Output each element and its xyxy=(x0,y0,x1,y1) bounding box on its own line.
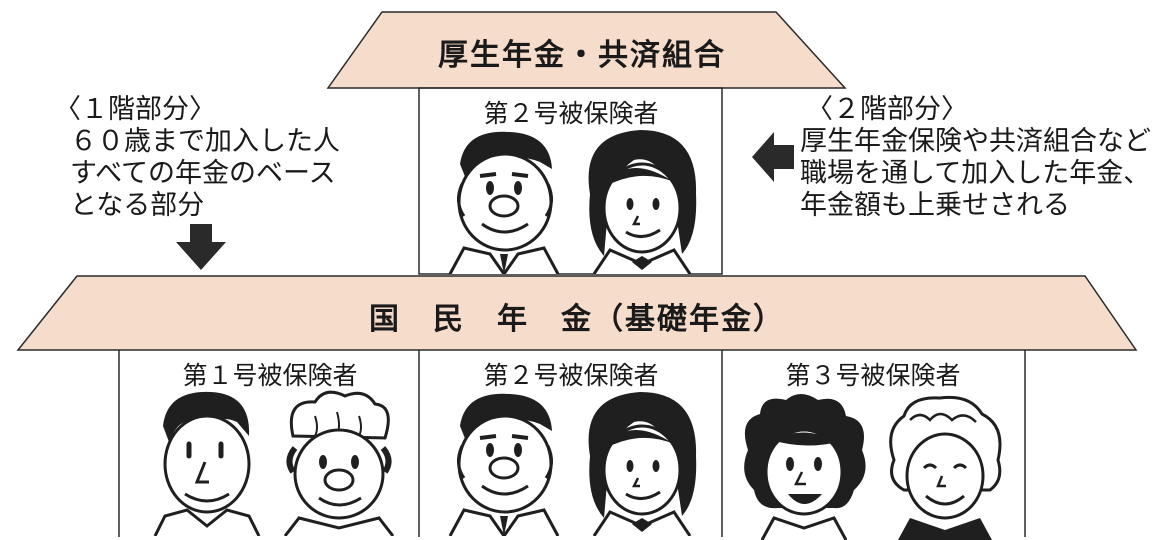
curly-hair-woman-illustration xyxy=(744,394,866,540)
chef-illustration xyxy=(283,390,395,536)
left-note-line-3: となる部分 xyxy=(70,190,205,221)
arrow-left-icon xyxy=(752,132,794,182)
woman-illustration xyxy=(588,130,697,274)
left-note-line-2: すべての年金のベース xyxy=(70,158,336,189)
lower-roof xyxy=(16,275,1138,351)
woman-illustration-2 xyxy=(588,392,697,536)
upper-box-label: 第２号被保険者 xyxy=(483,99,659,128)
self-employed-man-illustration xyxy=(153,391,261,536)
upper-roof xyxy=(326,11,847,89)
man-in-suit-illustration-2 xyxy=(448,393,560,536)
left-note-heading: 〈１階部分〉 xyxy=(54,94,216,125)
category-3-label: 第３号被保険者 xyxy=(785,361,961,390)
upper-box xyxy=(418,87,723,275)
lower-roof-title: 国 民 年 金（基礎年金） xyxy=(369,302,785,337)
upper-roof-title: 厚生年金・共済組合 xyxy=(438,38,726,73)
left-note-line-1: ６０歳まで加入した人 xyxy=(70,126,340,157)
right-note-line-2: 職場を通して加入した年金、 xyxy=(800,158,1151,189)
category-2-label: 第２号被保険者 xyxy=(483,361,659,390)
category-1-label: 第１号被保険者 xyxy=(182,361,358,390)
right-note-heading: 〈２階部分〉 xyxy=(806,94,968,125)
right-note-line-1: 厚生年金保険や共済組合など xyxy=(800,126,1151,157)
man-in-suit-illustration xyxy=(448,131,560,274)
arrow-down-icon xyxy=(176,224,226,270)
elderly-woman-illustration xyxy=(889,395,1002,540)
right-note-line-3: 年金額も上乗せされる xyxy=(800,190,1070,221)
